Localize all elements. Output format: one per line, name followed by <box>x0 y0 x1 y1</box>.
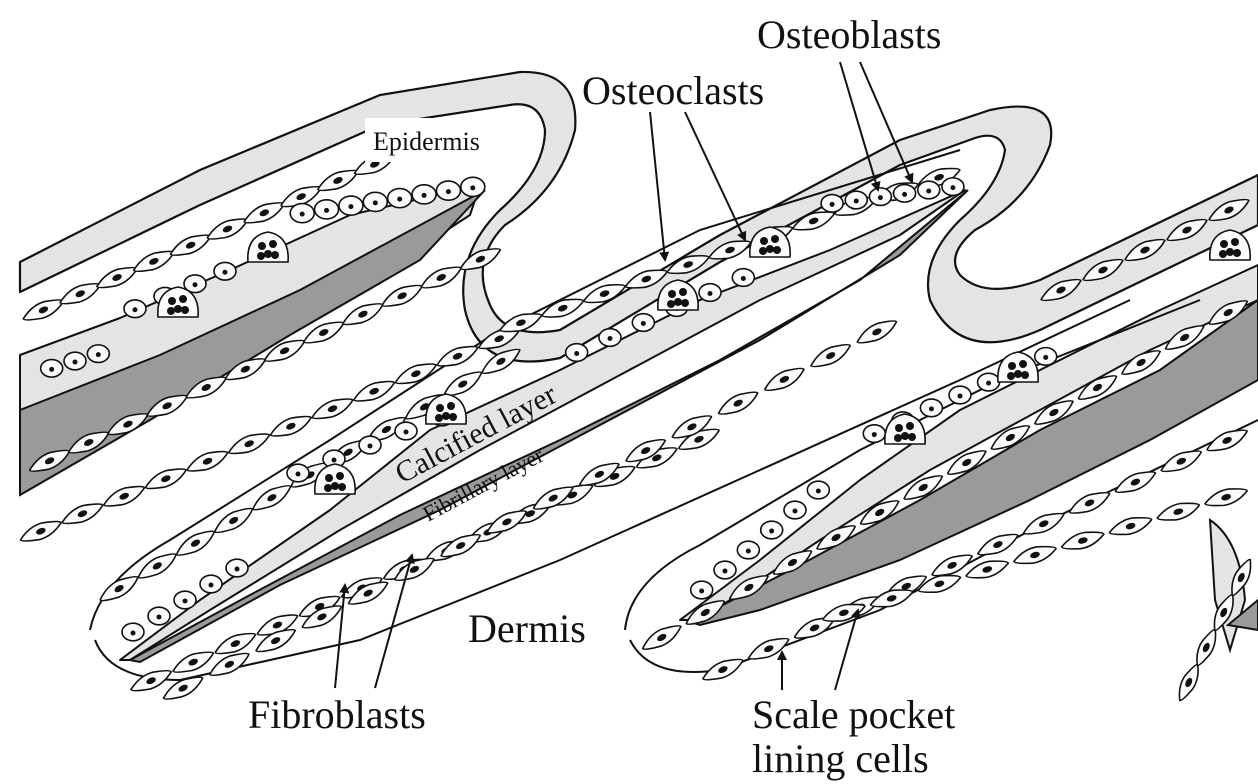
osteoblast-row-a-0 <box>290 204 314 223</box>
fibroblast-row-b-10 <box>418 261 464 293</box>
fibroblast-row-a-8 <box>315 165 361 196</box>
osteoblast-row-d-1 <box>845 191 867 209</box>
osteoblast-row-h-4 <box>784 501 806 519</box>
osteoblast-row-f-3 <box>395 422 417 440</box>
osteoblast-row-a-6 <box>436 181 460 200</box>
label-epidermis: Epidermis <box>373 127 480 156</box>
fibroblast-row-f-13 <box>761 363 807 396</box>
osteoclast-8 <box>998 352 1038 382</box>
osteoblast-row-a-4 <box>388 189 412 208</box>
fibroblast-row-a-5 <box>204 213 250 244</box>
fibroblast-row-i-11 <box>1204 424 1250 456</box>
osteoblast-row-c-0 <box>41 360 63 378</box>
fibroblast-row-j-3 <box>964 556 1010 583</box>
osteoblast-row-a-1 <box>315 200 339 219</box>
osteoblast-row-b-3 <box>214 262 236 280</box>
label-fibroblasts: Fibroblasts <box>248 692 426 737</box>
fibroblast-row-i-1 <box>746 633 792 665</box>
fibroblast-row-a-6 <box>241 197 287 228</box>
osteoblast-row-i-4 <box>978 373 1000 391</box>
fibroblast-row-c-1 <box>59 498 105 529</box>
osteoblast-row-e-5 <box>732 269 754 287</box>
osteoblast-row-c-2 <box>87 345 109 363</box>
osteoblast-row-d-2 <box>869 188 891 206</box>
fibroblast-row-i-8 <box>1066 487 1112 519</box>
arrow-osteoclast-1 <box>650 112 665 260</box>
osteoblast-row-e-1 <box>599 329 621 347</box>
osteoblast-row-c-1 <box>64 352 86 370</box>
fibroblast-row-b-9 <box>379 280 425 312</box>
fibroblast-row-a-0 <box>20 294 66 325</box>
label-osteoblasts: Osteoblasts <box>757 12 941 57</box>
osteoblast-row-a-7 <box>461 177 485 196</box>
fibroblast-row-j-5 <box>1060 527 1106 554</box>
fibroblast-row-i-0 <box>700 654 746 686</box>
fibroblast-row-f-14 <box>808 339 854 372</box>
osteoblast-row-d-4 <box>918 181 940 199</box>
fibroblast-row-d-0 <box>96 571 141 606</box>
osteoblast-row-g-0 <box>122 623 144 641</box>
osteoblast-row-i-6 <box>1035 348 1057 366</box>
fibroblast-row-d-3 <box>211 503 256 538</box>
label-scale-pocket-line1: Scale pocket <box>752 692 955 737</box>
osteoblast-row-g-1 <box>148 607 170 625</box>
arrow-osteoclast-2 <box>685 112 745 240</box>
fibroblast-row-c-4 <box>184 446 230 477</box>
label-osteoclasts: Osteoclasts <box>582 68 764 113</box>
osteoblast-row-i-2 <box>920 399 942 417</box>
osteoblast-row-d-0 <box>821 195 843 213</box>
fibroblast-row-c-6 <box>268 411 314 442</box>
label-scale-pocket-line2: lining cells <box>752 736 929 781</box>
fibroblast-row-i-7 <box>1021 508 1067 540</box>
osteoblast-row-g-3 <box>200 575 222 593</box>
fibroblast-row-d-1 <box>135 548 180 583</box>
osteoclast-7 <box>885 414 925 444</box>
fibroblast-row-c-5 <box>226 428 272 459</box>
osteoblast-row-i-0 <box>863 425 885 443</box>
fibroblast-row-j-6 <box>1107 513 1153 540</box>
fibroblast-row-a-4 <box>168 229 214 260</box>
fibroblast-row-l-1 <box>1191 627 1221 669</box>
fibroblast-row-j-8 <box>1203 484 1249 511</box>
osteoblast-row-a-3 <box>363 192 387 211</box>
osteoblast-row-g-2 <box>174 591 196 609</box>
label-dermis: Dermis <box>468 606 586 651</box>
osteoblast-row-a-5 <box>412 185 436 204</box>
scale-2-calcified <box>120 190 965 660</box>
osteoblast-row-e-0 <box>566 344 588 362</box>
osteoblast-row-d-5 <box>942 178 964 196</box>
osteoblast-row-d-3 <box>894 185 916 203</box>
fibroblast-row-a-1 <box>57 278 103 309</box>
fibroblast-row-f-15 <box>854 315 900 348</box>
fibroblast-row-f-12 <box>715 386 761 419</box>
osteoblast-row-h-1 <box>714 561 736 579</box>
fibroblast-row-c-0 <box>18 516 64 547</box>
osteoblast-row-h-5 <box>807 481 829 499</box>
osteoblast-row-a-2 <box>339 196 363 215</box>
fibroblast-row-c-7 <box>309 393 355 424</box>
osteoblast-row-f-0 <box>287 464 309 482</box>
osteoblast-row-h-2 <box>737 541 759 559</box>
osteoblast-row-i-3 <box>949 386 971 404</box>
osteoblast-row-b-0 <box>124 300 146 318</box>
fibroblast-row-a-2 <box>94 262 140 293</box>
osteoblast-row-g-4 <box>226 559 248 577</box>
fibroblast-row-d-2 <box>173 525 218 560</box>
osteoblast-row-f-2 <box>359 436 381 454</box>
osteoblast-row-e-2 <box>632 314 654 332</box>
osteoclast-1 <box>248 232 288 262</box>
fibroblast-row-j-7 <box>1155 498 1201 525</box>
fibroblast-row-h-0 <box>639 620 685 655</box>
osteoblast-row-h-3 <box>761 521 783 539</box>
osteoblast-row-e-4 <box>699 284 721 302</box>
fibroblast-row-c-2 <box>101 481 147 512</box>
fibroblast-row-a-3 <box>131 246 177 277</box>
fibroblast-row-j-4 <box>1012 541 1058 568</box>
fibroblast-row-l-0 <box>1174 662 1204 704</box>
osteoblast-row-h-0 <box>691 581 713 599</box>
fibroblast-row-c-3 <box>143 463 189 494</box>
